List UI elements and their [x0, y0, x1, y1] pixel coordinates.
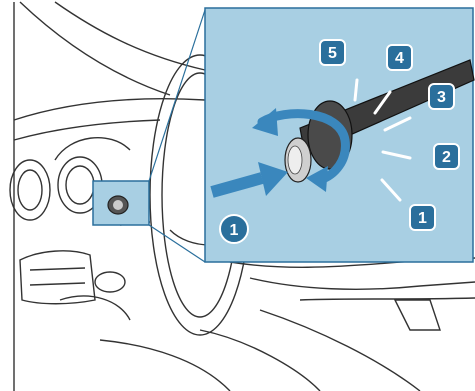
zoom-connector-top [149, 10, 205, 181]
dashboard-ridge [14, 120, 160, 140]
callout-3-label: 3 [437, 89, 446, 106]
console-curve [260, 310, 420, 391]
callout-4: 4 [387, 45, 412, 70]
lever-end-highlight [288, 146, 302, 174]
console-line [300, 298, 475, 300]
callout-1-label: 1 [418, 210, 427, 227]
callout-2-label: 2 [442, 149, 451, 166]
zoom-panel: 5 4 3 2 1 1 [205, 8, 474, 262]
left-vent [10, 160, 50, 220]
windscreen-edge [55, 2, 205, 70]
seat-curve [100, 340, 230, 391]
callout-3: 3 [429, 84, 454, 109]
a-pillar-line [20, 2, 170, 95]
vent-slats [30, 268, 85, 285]
floor-curve [200, 330, 320, 391]
mark-5 [355, 80, 357, 100]
callout-4-label: 4 [395, 50, 404, 67]
left-vent-inner [18, 170, 42, 210]
callout-2: 2 [434, 144, 459, 169]
gauge-left-inner [66, 166, 94, 204]
callout-5: 5 [320, 40, 345, 65]
callout-push: 1 [220, 215, 248, 243]
callout-push-label: 1 [230, 222, 239, 239]
console-switch [395, 300, 440, 330]
dashboard-top [14, 99, 205, 120]
dash-lower-line [250, 278, 475, 289]
cluster-hood [55, 138, 130, 160]
callout-5-label: 5 [328, 45, 337, 62]
callout-1: 1 [410, 205, 435, 230]
lever-knob-small [113, 200, 123, 210]
lever-locator-box [93, 181, 149, 225]
start-button-area [95, 272, 125, 292]
